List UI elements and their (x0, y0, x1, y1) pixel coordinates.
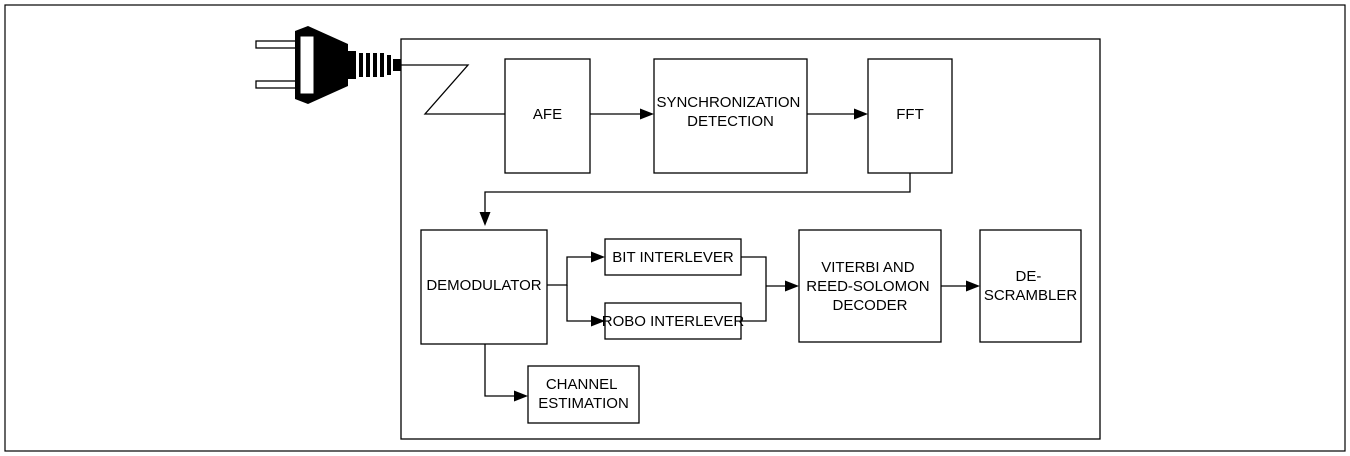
viterbi-reed-solomon-decoder-label: VITERBI AND REED-SOLOMON DECODER (806, 259, 934, 314)
fft-block: FFT (867, 58, 953, 174)
arrow-afe-to-sync (590, 108, 654, 120)
power-line-wire (401, 64, 505, 115)
demodulator-label: DEMODULATOR (426, 277, 541, 294)
descrambler-block: DE- SCRAMBLER (979, 229, 1082, 343)
fft-label: FFT (896, 106, 924, 123)
channel-estimation-block: CHANNEL ESTIMATION (527, 365, 640, 424)
bit-interleaver-block: BIT INTERLEVER (604, 238, 742, 276)
receiver-enclosure (400, 38, 1101, 440)
robo-interleaver-label: ROBO INTERLEVER (602, 313, 745, 330)
afe-label: AFE (533, 106, 562, 123)
arrow-viterbi-to-descrambler (941, 280, 980, 292)
power-plug-icon (255, 26, 401, 104)
arrow-demodulator-to-interleavers (547, 251, 605, 327)
arrow-sync-to-fft (807, 108, 868, 120)
demodulator-block: DEMODULATOR (420, 229, 548, 345)
descrambler-label: DE- SCRAMBLER (984, 268, 1078, 304)
outer-frame (4, 4, 1346, 452)
arrow-demodulator-to-channel-estimation (484, 344, 528, 402)
arrow-interleavers-to-viterbi (741, 256, 799, 322)
synchronization-detection-block: SYNCHRONIZATION DETECTION (653, 58, 808, 174)
robo-interleaver-block: ROBO INTERLEVER (602, 302, 745, 340)
arrow-fft-to-demodulator (479, 173, 911, 226)
channel-estimation-label: CHANNEL ESTIMATION (538, 376, 629, 412)
viterbi-reed-solomon-decoder-block: VITERBI AND REED-SOLOMON DECODER (798, 229, 942, 343)
afe-block: AFE (504, 58, 591, 174)
bit-interleaver-label: BIT INTERLEVER (612, 249, 734, 266)
synchronization-detection-label: SYNCHRONIZATION DETECTION (656, 94, 804, 130)
